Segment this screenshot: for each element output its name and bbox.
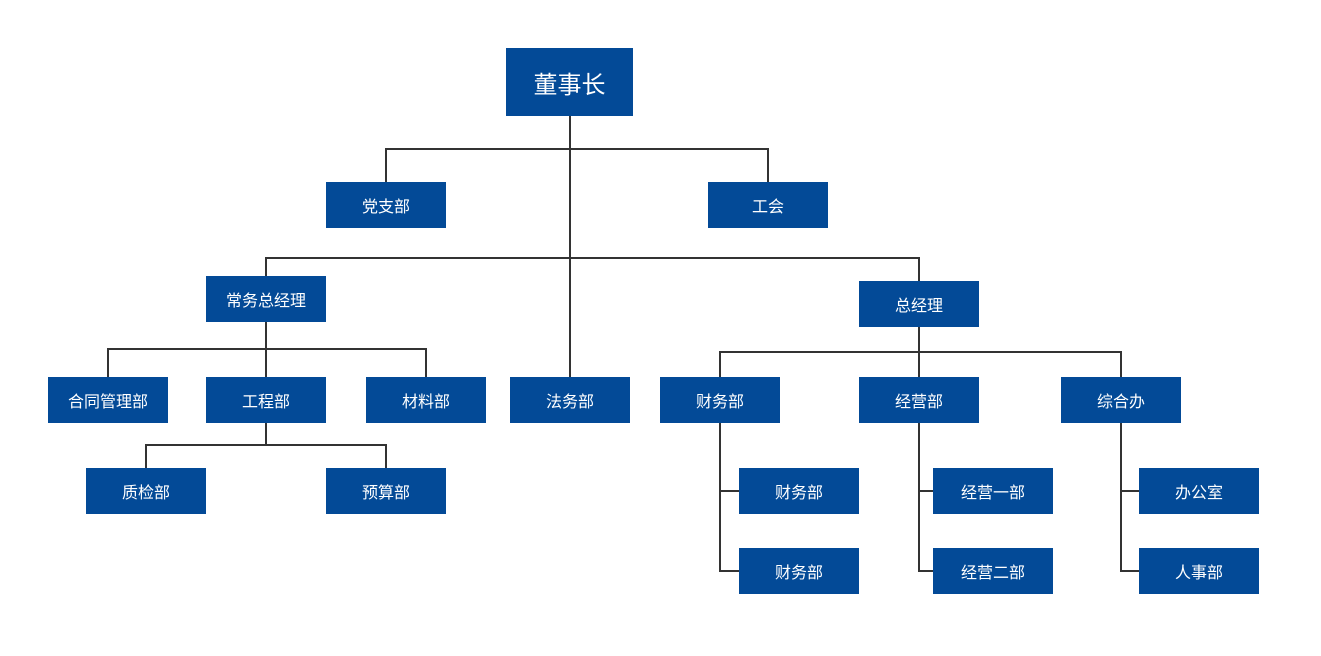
node-hr: 人事部: [1139, 548, 1259, 594]
connector-chairman-to-party_branch: [385, 116, 571, 182]
connector-executive_gm-to-materials: [265, 322, 427, 377]
node-office: 办公室: [1139, 468, 1259, 514]
connector-finance-to-finance_sub_2: [719, 423, 739, 572]
node-quality-inspection: 质检部: [86, 468, 206, 514]
node-legal: 法务部: [510, 377, 630, 423]
connector-executive_gm-to-contract_mgmt: [107, 322, 267, 377]
node-party-branch: 党支部: [326, 182, 446, 228]
node-finance: 财务部: [660, 377, 780, 423]
connector-operations-to-operations_1: [918, 423, 933, 492]
connector-general_office-to-hr: [1120, 423, 1139, 572]
connector-engineering-to-budget: [265, 423, 387, 468]
connector-finance-to-finance_sub_1: [719, 423, 739, 492]
node-operations-2: 经营二部: [933, 548, 1053, 594]
node-finance-sub-2: 财务部: [739, 548, 859, 594]
connector-general_manager-to-finance: [719, 327, 920, 377]
node-executive-gm: 常务总经理: [206, 276, 326, 322]
node-union: 工会: [708, 182, 828, 228]
node-operations: 经营部: [859, 377, 979, 423]
connector-operations-to-operations_2: [918, 423, 933, 572]
node-materials: 材料部: [366, 377, 486, 423]
node-operations-1: 经营一部: [933, 468, 1053, 514]
node-general-office: 综合办: [1061, 377, 1181, 423]
node-budget: 预算部: [326, 468, 446, 514]
connector-chairman-to-union: [569, 116, 769, 182]
node-engineering: 工程部: [206, 377, 326, 423]
node-general-manager: 总经理: [859, 281, 979, 327]
node-finance-sub-1: 财务部: [739, 468, 859, 514]
connector-engineering-to-quality_inspection: [145, 423, 267, 468]
node-chairman: 董事长: [506, 48, 633, 116]
connector-general_manager-to-general_office: [918, 327, 1122, 377]
connector-general_office-to-office: [1120, 423, 1139, 492]
node-contract-management: 合同管理部: [48, 377, 168, 423]
